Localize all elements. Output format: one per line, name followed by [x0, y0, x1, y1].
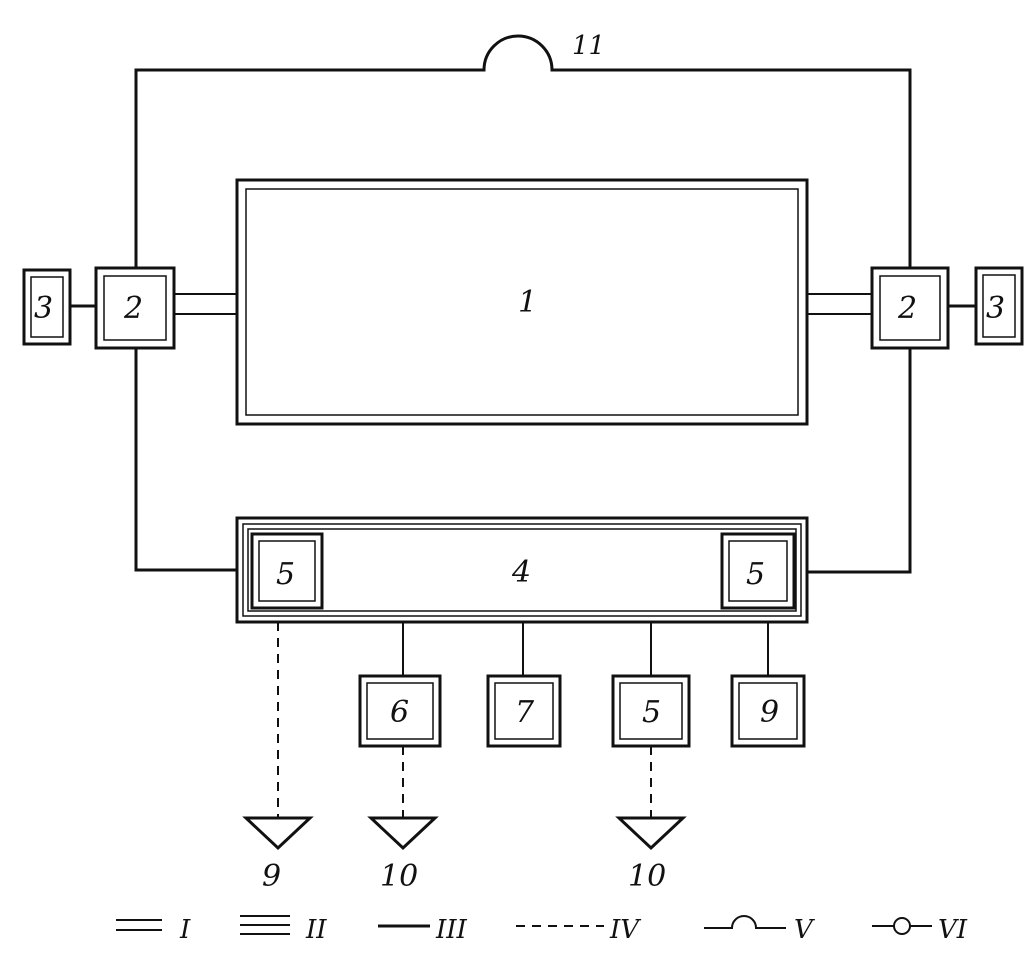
legend: I II III IV V VI [116, 915, 968, 945]
terminal-10-left: 10 [367, 816, 439, 894]
svg-text:3: 3 [34, 291, 53, 326]
bus-block-4: 4 [235, 516, 809, 624]
block-9: 9 [730, 674, 806, 748]
block-7: 7 [486, 674, 562, 748]
svg-text:6: 6 [390, 695, 409, 730]
left-junction-block-2: 2 [94, 266, 176, 350]
svg-text:IV: IV [609, 915, 641, 945]
svg-text:VI: VI [938, 915, 968, 945]
legend-item-double-line: I [116, 915, 191, 945]
legend-item-triple-line: II [240, 915, 327, 945]
right-loop-wire [794, 348, 912, 574]
legend-item-bridge-line: V [704, 915, 815, 945]
terminal-9: 9 [242, 816, 314, 894]
svg-text:I: I [179, 915, 191, 945]
main-block-1: 1 [235, 178, 809, 426]
terminal-10-right: 10 [615, 816, 687, 894]
bridge-label: 11 [572, 31, 605, 61]
left-outer-block-3: 3 [22, 268, 72, 346]
left-double-connector [174, 293, 237, 315]
right-double-connector [807, 293, 872, 315]
block-8: 5 [611, 674, 691, 748]
svg-text:9: 9 [262, 859, 281, 894]
svg-text:10: 10 [380, 859, 418, 894]
svg-text:5: 5 [642, 695, 661, 730]
svg-text:2: 2 [897, 291, 917, 326]
svg-text:1: 1 [518, 285, 537, 320]
svg-text:9: 9 [760, 695, 779, 730]
left-loop-wire [134, 348, 252, 572]
legend-item-node-line: VI [872, 915, 968, 945]
svg-text:4: 4 [511, 555, 531, 590]
outer-loop-wire [134, 34, 912, 268]
svg-text:V: V [794, 915, 815, 945]
svg-text:II: II [305, 915, 327, 945]
legend-item-solid-line: III [378, 915, 468, 945]
legend-item-dashed-line: IV [516, 915, 641, 945]
svg-text:2: 2 [123, 291, 143, 326]
svg-text:10: 10 [628, 859, 666, 894]
bus-left-block-5: 5 [250, 532, 324, 610]
svg-text:3: 3 [986, 291, 1005, 326]
svg-text:5: 5 [276, 557, 295, 592]
svg-text:III: III [435, 915, 468, 945]
svg-text:5: 5 [746, 557, 765, 592]
bus-right-block-5: 5 [720, 532, 796, 610]
right-junction-block-2: 2 [870, 266, 950, 350]
svg-text:7: 7 [515, 695, 535, 730]
right-outer-block-3: 3 [974, 266, 1024, 346]
block-6: 6 [358, 674, 442, 748]
